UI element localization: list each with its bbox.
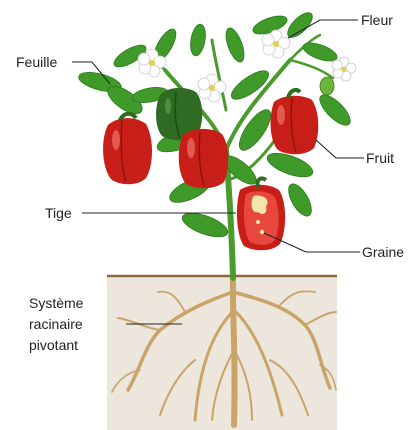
seed-core (251, 195, 267, 214)
fruit-right (271, 90, 319, 154)
label-root-line2: racinaire (29, 316, 83, 332)
label-leaf: Feuille (16, 54, 57, 70)
flower-2 (198, 74, 226, 102)
flower-3 (262, 30, 290, 58)
small-green-bud (320, 77, 334, 95)
fruit-middle (179, 129, 229, 188)
label-flower: Fleur (361, 12, 393, 28)
label-fruit: Fruit (366, 150, 394, 166)
label-seed: Graine (362, 244, 404, 260)
plant-stem (140, 35, 333, 278)
label-root-line1: Système (29, 295, 84, 311)
fruit-leader (316, 140, 364, 158)
label-root-line3: pivotant (29, 337, 78, 353)
fruit-left (103, 114, 152, 185)
label-stem: Tige (45, 205, 72, 221)
flower-4 (332, 57, 356, 81)
soil-area (107, 276, 337, 430)
